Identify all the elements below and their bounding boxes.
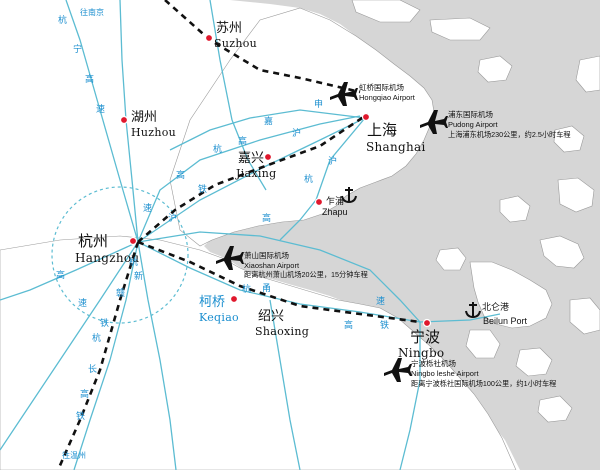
rail-label-char: 沪 xyxy=(168,214,178,224)
rail-label-to-wenzhou: 往温州 xyxy=(62,451,86,460)
rail-label-char: 杭 xyxy=(129,258,139,268)
city-label-zhapu-cn: 乍浦 xyxy=(326,197,345,207)
rail-label-char: 高 xyxy=(262,214,272,224)
city-dot-icon xyxy=(119,115,129,125)
port-label-beilun-cn: 北仑港 xyxy=(482,303,510,313)
city-label-suzhou-cn: 苏州 xyxy=(216,21,243,36)
city-dot-icon xyxy=(204,33,214,43)
rail-label-char: 申 xyxy=(314,100,324,110)
rail-label-char: 杭 xyxy=(242,285,252,295)
rail-label-to-nanjing: 往南京 xyxy=(80,8,104,17)
airplane-icon xyxy=(420,110,448,134)
airport-xiaoshan-en: Xiaoshan Airport xyxy=(244,261,300,270)
city-dot-icon xyxy=(422,318,432,328)
rail-label-char: 高 xyxy=(85,75,95,85)
airport-hongqiao-cn: 虹桥国际机场 xyxy=(359,83,404,92)
city-label-ningbo-cn: 宁波 xyxy=(410,328,441,346)
rail-label-char: 高 xyxy=(80,390,90,400)
rail-label-char: 速 xyxy=(376,297,386,307)
rail-label-char: 杭 xyxy=(213,145,223,155)
airplane-icon xyxy=(384,358,412,382)
rail-label-char: 高 xyxy=(344,321,354,331)
rail-label-char: 高 xyxy=(56,271,66,281)
airplane-icon xyxy=(330,82,358,106)
travel-routes xyxy=(56,0,421,470)
city-label-shaoxing-en: Shaoxing xyxy=(255,325,310,338)
rail-label-char: 长 xyxy=(88,365,98,375)
city-label-hangzhou-cn: 杭州 xyxy=(78,232,109,250)
airport-pudong-en: Pudong Airport xyxy=(448,120,498,129)
rail-label-char: 高 xyxy=(176,171,186,181)
airport-hongqiao-en: Hongqiao Airport xyxy=(359,93,415,102)
city-dots xyxy=(119,33,432,328)
city-dot-icon xyxy=(263,152,273,162)
rail-lines xyxy=(0,0,501,470)
city-label-jiaxing-cn: 嘉兴 xyxy=(238,151,265,166)
city-dot-icon xyxy=(128,236,138,246)
port-label-beilun-en: Beilun Port xyxy=(483,316,528,326)
rail-label-char: 杭 xyxy=(92,334,102,344)
rail-label-char: 铁 xyxy=(100,319,110,329)
hangzhou-radius-circle xyxy=(51,186,189,324)
city-label-keqiao-cn: 柯桥 xyxy=(199,295,226,310)
rail-label-char: 高 xyxy=(238,137,248,147)
city-label-ningbo-en: Ningbo xyxy=(398,346,445,360)
rail-label-char: 甬 xyxy=(262,284,272,294)
rail-label-char: 铁 xyxy=(198,185,208,195)
airport-pudong-cn: 浦东国际机场 xyxy=(448,110,493,119)
city-dot-icon xyxy=(314,197,324,207)
rail-label-char: 赣 xyxy=(116,289,126,299)
rail-label-char: 杭 xyxy=(58,16,68,26)
airport-pudong-note: 上海浦东机场230公里，约2.5小时车程 xyxy=(448,130,571,139)
airport-xiaoshan-cn: 萧山国际机场 xyxy=(244,251,289,260)
airport-xiaoshan-note: 距离杭州萧山机场20公里，15分钟车程 xyxy=(244,270,368,279)
rail-label-char: 速 xyxy=(143,204,153,214)
city-dot-icon xyxy=(229,294,239,304)
city-label-hangzhou-en: Hangzhou xyxy=(75,251,140,265)
city-label-shaoxing-cn: 绍兴 xyxy=(258,309,285,324)
city-label-shanghai-cn: 上海 xyxy=(367,121,398,139)
city-label-keqiao-en: Keqiao xyxy=(199,311,239,324)
city-dot-icon xyxy=(361,112,371,122)
city-label-shanghai-en: Shanghai xyxy=(366,140,426,154)
city-label-jiaxing-en: Jiaxing xyxy=(236,167,277,180)
city-label-huzhou-cn: 湖州 xyxy=(131,110,158,125)
sea-areas xyxy=(204,0,600,470)
rail-label-char: 速 xyxy=(78,299,88,309)
anchor-icon xyxy=(465,302,481,319)
rail-label-char: 宁 xyxy=(73,45,83,55)
airport-lishe-en: Ningbo leshe Airport xyxy=(411,369,479,378)
city-label-zhapu-en: Zhapu xyxy=(322,207,348,217)
rail-label-char: 沪 xyxy=(292,129,302,139)
city-label-suzhou-en: Suzhou xyxy=(214,37,258,50)
rail-label-char: 铁 xyxy=(76,412,86,422)
rail-label-char: 速 xyxy=(96,105,106,115)
anchor-icon xyxy=(341,187,357,204)
rail-label-char: 嘉 xyxy=(264,117,274,127)
city-label-huzhou-en: Huzhou xyxy=(131,126,177,139)
rail-label-char: 新 xyxy=(134,272,144,282)
rail-label-char: 沪 xyxy=(328,157,338,167)
airport-lishe-cn: 宁波栎社机场 xyxy=(411,359,456,368)
rail-label-char: 铁 xyxy=(380,321,390,331)
rail-label-char: 杭 xyxy=(304,175,314,185)
airport-lishe-note: 距离宁波栎社国际机场100公里，约1小时车程 xyxy=(411,379,557,388)
airplane-icon xyxy=(216,246,244,270)
